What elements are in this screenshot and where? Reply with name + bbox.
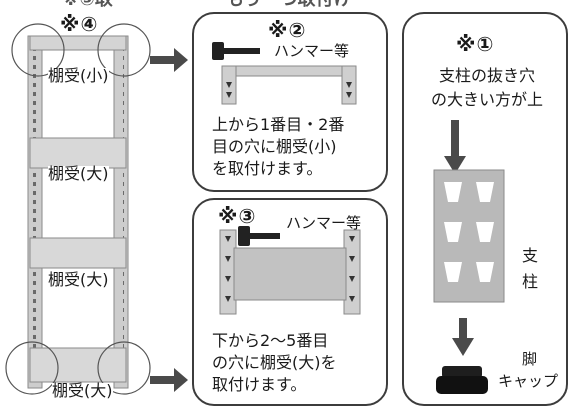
post-panel-line-1: 支柱の抜き穴 [438,66,535,85]
rack-shelf-1 [29,35,127,51]
note-2-label: ※② [268,18,307,42]
large-panel-instructions: 下から2～5番目 の穴に棚受(大)を 取付けます。 [212,330,382,396]
leg-cap-illustration [436,366,488,394]
rack-shelf-4 [29,347,127,383]
shelf-rack-illustration [5,23,151,395]
highlight-circle-top-right [97,23,151,77]
cap-label-line-2: キャップ [498,372,559,390]
small-bracket-illustration [221,65,357,105]
cap-label-line-1: 脚 [522,350,538,368]
arrow-down-to-post [444,120,466,174]
rack-shelf-3 [29,237,127,269]
hammer-icon [238,226,280,246]
top-heading-left: ※③取 [62,0,113,9]
large-panel-line-2: の穴に棚受(大)を [212,353,337,372]
arrow-to-small-bracket [150,48,188,72]
post-hole-diagram [433,169,505,303]
hammer-icon [212,42,260,60]
large-panel-line-1: 下から2～5番目 [212,331,329,350]
highlight-circle-bottom-right [97,341,151,395]
post-orientation-panel [402,12,568,406]
large-bracket-illustration [219,229,361,315]
highlight-circle-bottom-left [5,341,59,395]
large-panel-tool-label: ハンマー等 [286,214,362,232]
post-label-line-1: 支 [522,246,539,265]
rack-label-large-2: 棚受(大) [48,270,109,289]
highlight-circle-top-left [11,23,65,77]
arrow-to-large-bracket [150,368,188,392]
post-label-line-2: 柱 [522,272,539,291]
large-panel-line-3: 取付けます。 [212,375,307,394]
note-4-label: ※④ [60,12,99,36]
note-1-label: ※① [456,32,495,56]
small-panel-line-3: を取付けます。 [212,159,323,178]
small-panel-line-2: 目の穴に棚受(小) [212,137,337,156]
rack-label-small: 棚受(小) [48,66,109,85]
rack-shelf-2 [29,137,127,169]
post-panel-line-2: の大きい方が上 [430,90,543,109]
arrow-down-to-cap [452,318,474,356]
small-panel-tool-label: ハンマー等 [274,42,350,60]
rack-label-large-1: 棚受(大) [48,164,109,183]
small-panel-instructions: 上から1番目・2番 目の穴に棚受(小) を取付けます。 [212,114,382,180]
small-panel-line-1: 上から1番目・2番 [212,115,345,134]
note-3-label: ※③ [218,204,257,228]
post-panel-instructions: 支柱の抜き穴 の大きい方が上 [412,64,562,112]
rack-label-large-3: 棚受(大) [52,381,113,400]
top-heading-right: もう一つ取付け [226,0,351,9]
